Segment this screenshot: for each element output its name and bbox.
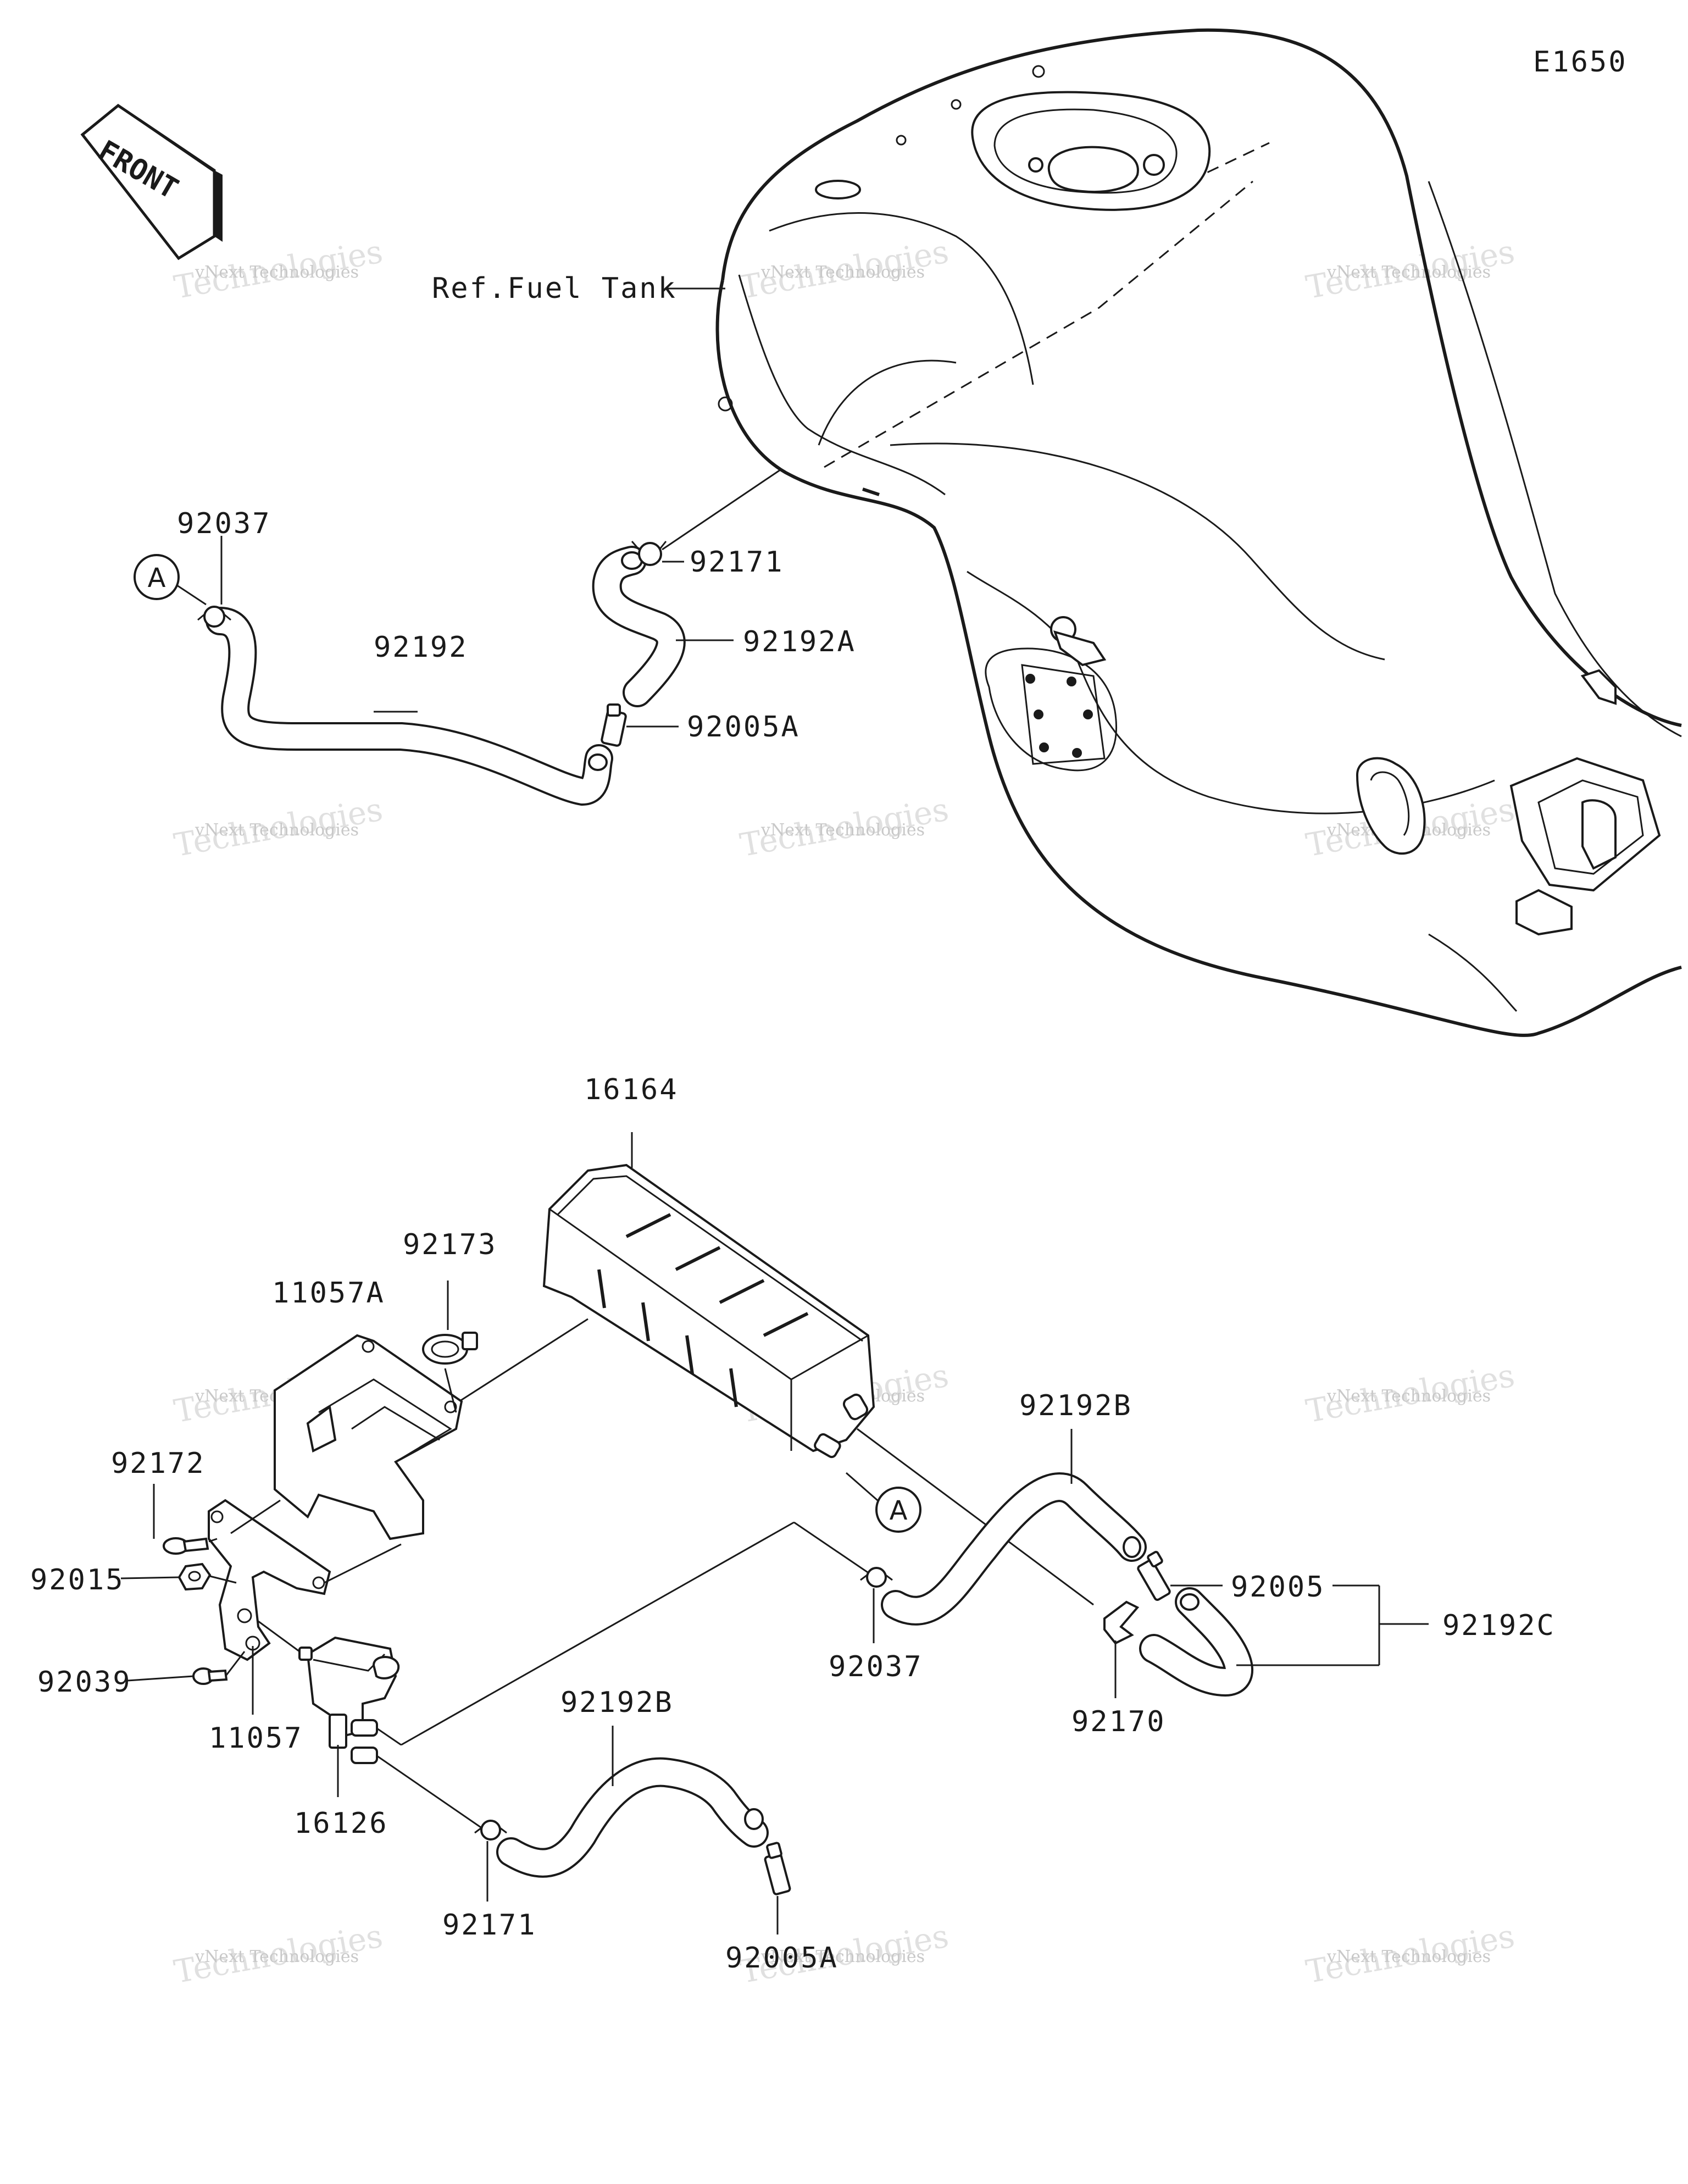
svg-text:A: A (890, 1495, 908, 1526)
hose-92192b-left (496, 1757, 769, 1878)
clip-92170 (1103, 1600, 1140, 1645)
leader-line (120, 1576, 180, 1579)
svg-text:A: A (148, 563, 166, 594)
nut-92015 (177, 1562, 212, 1591)
part-label[interactable]: 92037 (829, 1650, 923, 1683)
part-label[interactable]: 92192B (1019, 1389, 1132, 1422)
watermark: Technologies vNext Technologies (171, 790, 386, 864)
leader-line (401, 1521, 795, 1746)
part-label[interactable]: 11057A (272, 1277, 385, 1310)
fitting-92005a-lower (764, 1842, 791, 1895)
clip-92171-lower (474, 1820, 507, 1841)
bolt-92039 (192, 1667, 228, 1685)
leader-line (225, 1651, 246, 1676)
bolt-92172 (163, 1537, 209, 1555)
part-label[interactable]: 92170 (1071, 1705, 1166, 1738)
leader-line (258, 1620, 300, 1653)
part-label[interactable]: 92192 (374, 631, 468, 664)
upper-hose-assembly (197, 469, 781, 806)
part-label[interactable]: 16164 (584, 1073, 679, 1106)
bracket-11057 (208, 1499, 331, 1661)
watermark: Technologies vNext Technologies (1303, 1917, 1518, 1991)
part-label[interactable]: 92005 (1231, 1571, 1325, 1604)
clamp-92173 (422, 1332, 478, 1365)
svg-text:vNext Technologies: vNext Technologies (760, 821, 925, 840)
part-label[interactable]: 92171 (442, 1909, 537, 1942)
part-label[interactable]: 92192B (560, 1686, 674, 1719)
part-label[interactable]: 92172 (111, 1447, 206, 1480)
leader-line (208, 1538, 218, 1543)
hose-92192b-right (881, 1472, 1147, 1626)
leader-line (127, 1675, 194, 1682)
watermark: Technologies vNext Technologies (171, 1917, 386, 1991)
part-label[interactable]: 92005A (687, 711, 800, 744)
part-label[interactable]: 16126 (294, 1807, 388, 1840)
leader-line (793, 1521, 871, 1576)
part-label[interactable]: 92192C (1442, 1609, 1556, 1642)
svg-text:vNext Technologies: vNext Technologies (195, 263, 359, 282)
leader-line (846, 1472, 878, 1501)
connector-a-top: A (134, 554, 180, 600)
part-label[interactable]: 92171 (690, 546, 784, 579)
part-label[interactable]: 92039 (37, 1666, 132, 1699)
svg-text:vNext Technologies: vNext Technologies (1326, 263, 1491, 282)
watermark: Technologies vNext Technologies (1303, 1356, 1518, 1430)
leader-line (209, 1575, 237, 1584)
part-label[interactable]: 11057 (209, 1722, 303, 1755)
watermark: Technologies vNext Technologies (737, 790, 952, 864)
leader-line (324, 1543, 402, 1584)
svg-text:vNext Technologies: vNext Technologies (195, 821, 359, 840)
charcoal-canister (542, 1163, 875, 1459)
watermark: Technologies vNext Technologies (737, 232, 952, 306)
svg-text:vNext Technologies: vNext Technologies (1326, 1387, 1491, 1406)
svg-text:vNext Technologies: vNext Technologies (760, 1947, 925, 1966)
bracket-11057a (274, 1334, 463, 1540)
watermark: Technologies vNext Technologies (1303, 232, 1518, 306)
fitting-92005 (1137, 1550, 1171, 1601)
front-arrow-icon: FRONT (80, 103, 223, 260)
leader-line (450, 1318, 588, 1408)
part-label[interactable]: 92015 (30, 1564, 125, 1597)
ref-fuel-tank-label: Ref.Fuel Tank (432, 272, 677, 305)
clip-92037 (860, 1567, 893, 1588)
leader-line (376, 1755, 481, 1828)
leader-line (376, 1727, 402, 1746)
part-label[interactable]: 92037 (177, 507, 271, 540)
leader-line (444, 1368, 457, 1413)
part-label[interactable]: 92192A (743, 625, 856, 658)
svg-text:vNext Technologies: vNext Technologies (195, 1947, 359, 1966)
leader-line (230, 1499, 281, 1534)
part-label[interactable]: 92005A (725, 1942, 839, 1975)
connector-a-bottom: A (875, 1487, 921, 1533)
leader-line (857, 1428, 1094, 1606)
hose-92192c (1139, 1587, 1253, 1697)
svg-text:vNext Technologies: vNext Technologies (1326, 1947, 1491, 1966)
leader-line (176, 584, 207, 606)
fuel-tank (715, 28, 1682, 1037)
part-label[interactable]: 92173 (403, 1228, 497, 1261)
label-bracket (1236, 1584, 1429, 1666)
solenoid-valve-16126 (298, 1636, 400, 1764)
diagram-code: E1650 (1533, 46, 1628, 79)
svg-text:vNext Technologies: vNext Technologies (760, 263, 925, 282)
